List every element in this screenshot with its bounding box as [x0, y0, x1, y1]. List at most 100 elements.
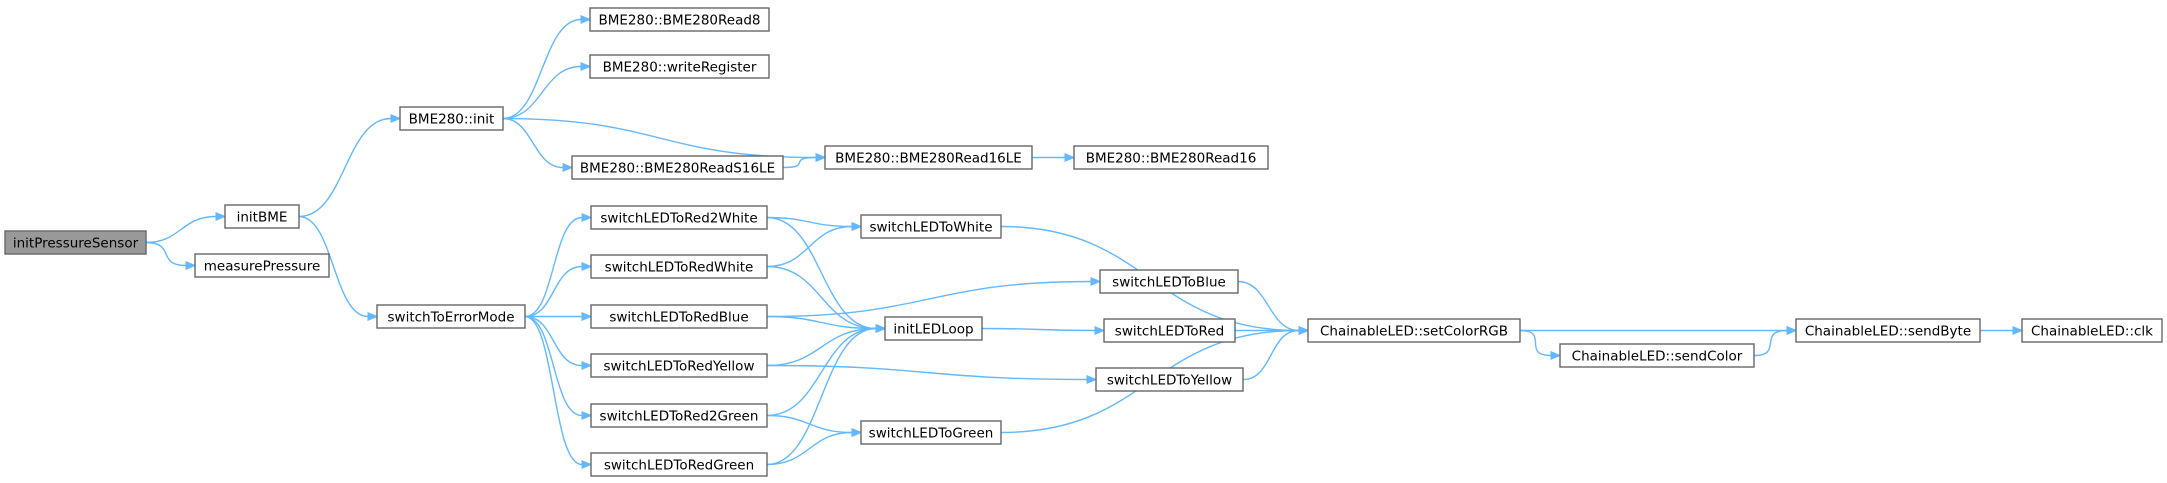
node-label: switchLEDToGreen	[869, 426, 994, 442]
node-switchToErrorMode[interactable]: switchToErrorMode	[376, 304, 526, 329]
edge-switchToErrorMode-to-red2Green	[524, 315, 593, 421]
node-box	[824, 145, 1033, 170]
node-initLEDLoop[interactable]: initLEDLoop	[884, 316, 983, 341]
edge-setColorRGB-to-sendByte	[1520, 325, 1798, 336]
edge-line	[766, 265, 877, 330]
edge-line	[766, 364, 1088, 381]
edge-line	[1242, 329, 1300, 381]
edge-setColorRGB-to-sendColor	[1519, 329, 1562, 361]
edge-arrowhead	[580, 14, 592, 25]
edge-arrowhead	[875, 323, 887, 334]
edge-arrowhead	[185, 260, 197, 271]
edge-redYellow-to-toYellow	[766, 364, 1098, 385]
node-label: measurePressure	[204, 259, 321, 275]
node-box	[590, 304, 768, 329]
node-label: initPressureSensor	[13, 236, 139, 252]
edge-sendByte-to-clk	[1980, 325, 2024, 336]
edge-arrowhead	[1298, 325, 1310, 336]
node-label: ChainableLED::setColorRGB	[1320, 324, 1508, 340]
node-readS16LE[interactable]: BME280::BME280ReadS16LE	[571, 155, 784, 180]
edge-line	[766, 431, 853, 466]
node-initPressureSensor[interactable]: initPressureSensor	[4, 230, 147, 255]
edge-readS16LE-to-read16LE	[782, 152, 827, 169]
node-sendByte[interactable]: ChainableLED::sendByte	[1795, 318, 1981, 343]
edge-arrowhead	[215, 211, 227, 222]
node-toGreen[interactable]: switchLEDToGreen	[860, 420, 1002, 445]
node-box	[1559, 343, 1755, 368]
node-setColorRGB[interactable]: ChainableLED::setColorRGB	[1307, 318, 1521, 343]
node-redYellow[interactable]: switchLEDToRedYellow	[590, 353, 768, 378]
edge-line	[766, 216, 877, 330]
node-redWhite[interactable]: switchLEDToRedWhite	[590, 254, 768, 279]
node-toWhite[interactable]: switchLEDToWhite	[860, 214, 1002, 239]
node-box	[1795, 318, 1981, 343]
node-read8[interactable]: BME280::BME280Read8	[589, 7, 770, 32]
node-red2Green[interactable]: switchLEDToRed2Green	[590, 403, 768, 428]
node-label: BME280::writeRegister	[603, 60, 757, 76]
node-box	[376, 304, 526, 329]
node-box	[589, 54, 770, 79]
edge-line	[1753, 329, 1788, 357]
edge-line	[524, 216, 583, 318]
edge-redYellow-to-initLEDLoop	[766, 323, 887, 367]
node-box	[884, 316, 983, 341]
edge-redWhite-to-toWhite	[766, 221, 863, 268]
node-writeRegister[interactable]: BME280::writeRegister	[589, 54, 770, 79]
edge-arrowhead	[581, 212, 593, 223]
node-redGreen[interactable]: switchLEDToRedGreen	[590, 452, 768, 477]
node-box	[224, 204, 300, 229]
edge-arrowhead	[581, 360, 593, 371]
node-box	[590, 254, 768, 279]
node-measurePressure[interactable]: measurePressure	[194, 253, 330, 278]
edge-line	[766, 315, 877, 330]
node-red2White[interactable]: switchLEDToRed2White	[590, 205, 768, 230]
edge-arrowhead	[1550, 350, 1562, 361]
node-initBME[interactable]: initBME	[224, 204, 300, 229]
edge-initBME-to-switchToErrorMode	[298, 215, 379, 322]
edge-arrowhead	[581, 311, 593, 322]
node-box	[590, 205, 768, 230]
node-read16LE[interactable]: BME280::BME280Read16LE	[824, 145, 1033, 170]
node-toBlue[interactable]: switchLEDToBlue	[1099, 269, 1239, 294]
edge-redBlue-to-toBlue	[766, 276, 1102, 318]
edge-line	[766, 280, 1092, 318]
edge-bmeInit-to-read8	[502, 14, 592, 120]
node-toYellow[interactable]: switchLEDToYellow	[1095, 367, 1244, 392]
edge-arrowhead	[851, 221, 863, 232]
node-box	[1095, 367, 1244, 392]
edge-line	[502, 65, 582, 120]
edge-line	[524, 315, 583, 466]
edge-initLEDLoop-to-toRed	[981, 325, 1106, 336]
edge-bmeInit-to-readS16LE	[502, 117, 574, 173]
node-box	[4, 230, 147, 255]
node-read16[interactable]: BME280::BME280Read16	[1073, 145, 1269, 170]
node-label: switchLEDToRedBlue	[609, 310, 748, 326]
node-sendColor[interactable]: ChainableLED::sendColor	[1559, 343, 1755, 368]
edge-line	[766, 327, 877, 466]
edge-arrowhead	[580, 61, 592, 72]
edge-arrowhead	[1786, 325, 1798, 336]
node-box	[399, 106, 504, 131]
edge-initPressureSensor-to-initBME	[145, 211, 227, 244]
node-label: BME280::BME280Read8	[598, 13, 760, 29]
node-box	[1099, 269, 1239, 294]
edge-bmeInit-to-read16LE	[502, 117, 827, 163]
edge-arrowhead	[581, 261, 593, 272]
edge-redWhite-to-initLEDLoop	[766, 265, 887, 334]
node-label: initLEDLoop	[893, 322, 973, 338]
edge-line	[298, 215, 369, 318]
node-box	[194, 253, 330, 278]
node-box	[1307, 318, 1521, 343]
node-toRed[interactable]: switchLEDToRed	[1103, 318, 1236, 343]
node-clk[interactable]: ChainableLED::clk	[2021, 318, 2163, 343]
node-label: switchLEDToRedGreen	[604, 458, 754, 474]
node-bmeInit[interactable]: BME280::init	[399, 106, 504, 131]
node-label: switchLEDToBlue	[1112, 275, 1226, 291]
edge-switchToErrorMode-to-redBlue	[525, 311, 593, 322]
edge-line	[145, 241, 187, 267]
edge-switchToErrorMode-to-redGreen	[524, 315, 593, 470]
edge-arrowhead	[851, 427, 863, 438]
edge-line	[502, 117, 817, 159]
edges-layer	[145, 14, 2024, 470]
node-redBlue[interactable]: switchLEDToRedBlue	[590, 304, 768, 329]
